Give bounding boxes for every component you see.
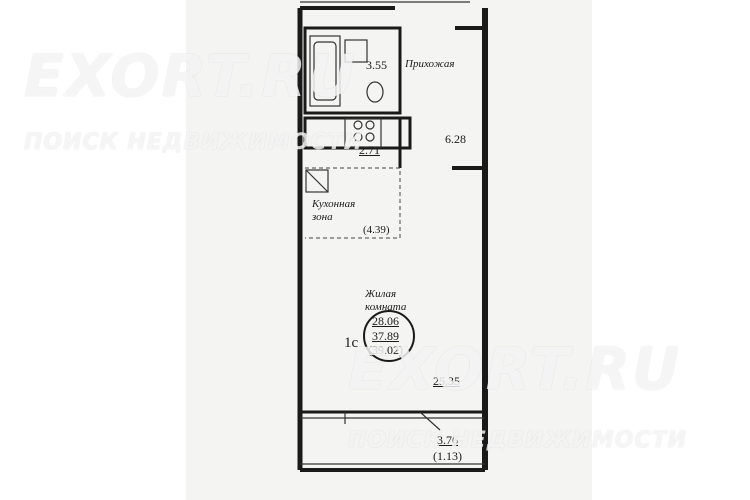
hallway-label: Прихожая xyxy=(405,58,455,70)
corridor-area: 25.35 xyxy=(433,374,460,388)
watermark-tagline-bottom: ПОИСК НЕДВИЖИМОСТИ xyxy=(348,428,688,453)
bathtub-inner xyxy=(313,41,337,101)
kitchen-label: Кухонная зона xyxy=(312,198,356,223)
watermark-brand-top: EXORT.RU xyxy=(24,42,358,110)
room-count: 1с xyxy=(344,335,359,351)
bathtub xyxy=(309,35,341,107)
kitchen-area: (4.39) xyxy=(363,224,390,236)
stove-burner-3 xyxy=(353,132,363,142)
watermark-brand-bottom: EXORT.RU xyxy=(348,335,682,403)
living-area: 28.06 xyxy=(372,314,399,328)
watermark-tagline-top: ПОИСК НЕДВИЖИМОСТИ xyxy=(24,130,364,155)
kitchen-cabinet xyxy=(305,169,329,193)
stove-burner-2 xyxy=(365,120,375,130)
bathroom-walls xyxy=(303,26,402,115)
plan-paper xyxy=(186,0,592,500)
stove xyxy=(344,118,382,148)
bathroom-area: 3.55 xyxy=(366,58,387,72)
area-summary-circle xyxy=(363,310,415,362)
toilet xyxy=(366,81,384,103)
kitchen-zone-outline xyxy=(305,167,401,239)
total-area: 37.89 xyxy=(372,329,399,343)
pantry-area: 2.71 xyxy=(359,143,380,157)
balcony-door-swing xyxy=(419,411,441,431)
cabinet-diagonal xyxy=(305,169,329,193)
balcony-area-reduced: (1.13) xyxy=(433,449,462,463)
kitchen-counter xyxy=(303,116,412,150)
balcony-area: 3.76 xyxy=(437,433,458,447)
total-area-with-balcony: (39.02) xyxy=(368,343,403,357)
sink xyxy=(344,39,368,63)
stove-burner-4 xyxy=(365,132,375,142)
stove-burner-1 xyxy=(353,120,363,130)
hallway-area: 6.28 xyxy=(445,132,466,146)
